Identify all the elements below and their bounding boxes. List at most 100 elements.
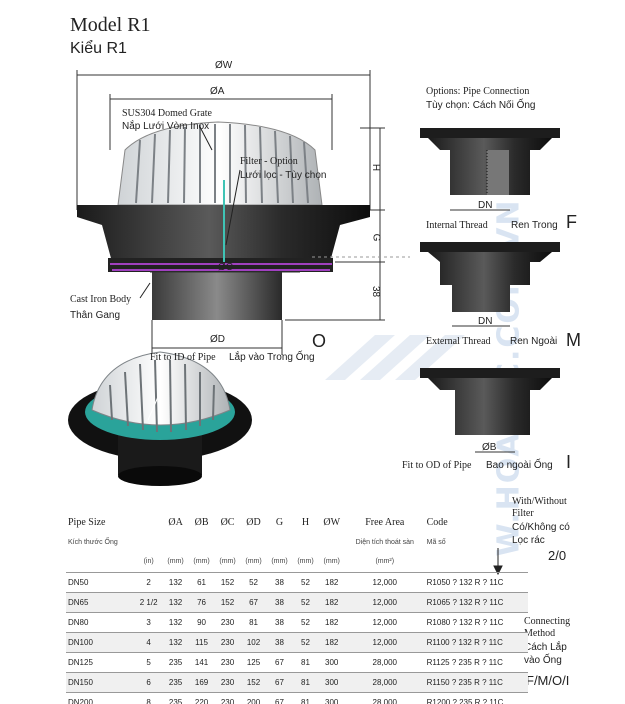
table-cell: 81 [301,677,310,687]
dim-a-line [109,94,333,150]
table-cell: DN200 [68,697,93,704]
table-cell: 230 [220,657,235,667]
table-header-row: Pipe Size ØA ØB ØC ØD G H ØW Free Area C… [66,512,528,532]
table-cell: 90 [197,617,206,627]
side-filter-code: 2/0 [548,548,567,563]
side-filter-en-2: Filter [512,508,534,519]
table-cell: DN150 [68,677,93,687]
table-subheader: Diện tích thoát sàn [355,538,414,546]
side-conn-code: F/M/O/I [526,673,570,688]
table-cell: 67 [275,677,284,687]
drain-photo [68,351,252,486]
table-cell: R1065 ? 132 R ? 11C [426,597,504,607]
table-cell: 38 [275,617,284,627]
table-unit: (mm) [193,558,210,566]
table-cell: 220 [194,697,209,704]
table-header: Pipe Size [68,516,106,528]
table-cell: 67 [275,697,284,704]
label-body-vi: Thân Gang [70,310,121,321]
table-unit-row: (in) (mm) (mm) (mm) (mm) (mm) (mm) (mm) … [66,552,528,572]
faint-logo [325,335,465,380]
side-filter-en-1: With/Without [512,496,567,507]
table-cell: 52 [301,577,310,587]
table-cell: 182 [325,597,339,607]
table-cell: 28,000 [372,657,397,667]
table-header: Code [426,516,448,528]
label-dim-c: ØC [218,262,233,273]
table-cell: 152 [246,677,261,687]
options-title-vi: Tùy chọn: Cách Nối Ống [426,100,536,111]
table-cell: 81 [249,617,258,627]
table-cell: 152 [220,577,235,587]
table-cell: 38 [275,597,284,607]
option-i-vi: Bao ngoài Ống [486,460,553,471]
side-conn-en-2: Method [524,628,556,639]
table-cell: 12,000 [372,637,397,647]
table-cell: R1150 ? 235 R ? 11C [426,677,503,687]
table-cell: 12,000 [372,597,397,607]
table-cell: 76 [197,597,206,607]
table-cell: 132 [168,577,183,587]
label-dim-38: 38 [370,285,382,298]
table-cell: DN65 [68,597,89,607]
table-cell: DN125 [68,657,93,667]
table-cell: 132 [168,617,183,627]
table-cell: 125 [246,657,261,667]
option-f-dim: DN [478,200,493,211]
table-cell: 6 [146,677,151,687]
dim-vertical [285,127,385,321]
table-cell: 200 [246,697,261,704]
table-unit: (mm²) [375,558,395,566]
option-m-en: External Thread [426,336,491,347]
table-cell: 182 [325,617,339,627]
table-cell: 235 [168,677,183,687]
table-cell: 141 [194,657,209,667]
option-f-code: F [566,212,577,232]
table-header: Free Area [365,516,405,528]
table-subheader: Kích thước Ống [68,538,118,546]
model-subtitle: Kiểu R1 [70,40,127,57]
label-grate-vi: Nắp Lưới Vòm Inox [122,121,210,132]
table-cell: 182 [325,577,339,587]
table-cell: 28,000 [372,697,397,704]
table-cell: 230 [220,617,235,627]
table-cell: 4 [146,637,151,647]
table-cell: 52 [301,617,310,627]
table-cell: DN80 [68,617,89,627]
cast-iron-body [77,180,370,320]
table-cell: 182 [325,637,339,647]
option-m-vi: Ren Ngoài [510,336,558,347]
code-arrows [447,548,503,694]
table-cell: 2 1/2 [139,597,158,607]
dim-d-line [151,320,283,355]
label-filter-en: Filter - Option [240,156,298,167]
table-cell: 81 [301,657,310,667]
table-cell: 81 [301,697,310,704]
option-m-drawing [420,242,560,327]
label-body-en: Cast Iron Body [70,294,132,305]
option-i-code: I [566,452,572,472]
table-unit: (mm) [323,558,340,566]
table-cell: 115 [195,637,208,647]
table-header: G [275,516,284,528]
table-cell: 230 [220,637,235,647]
label-filter-vi: Lưới lọc - Tùy chọn [240,170,327,181]
table-cell: 169 [194,677,209,687]
leader-lines [139,126,241,299]
table-unit: (in) [143,558,154,566]
side-conn-vi-2: vào Ống [524,655,562,666]
options-title-en: Options: Pipe Connection [426,86,530,97]
label-fit-id-en: Fit to ID of Pipe [150,352,216,363]
table-cell: DN50 [68,577,89,587]
model-title: Model R1 [70,14,151,36]
table-cell: 38 [275,637,284,647]
table-cell: 67 [249,597,258,607]
table-cell: R1200 ? 235 R ? 11C [426,697,504,704]
label-dim-g: G [370,233,382,242]
